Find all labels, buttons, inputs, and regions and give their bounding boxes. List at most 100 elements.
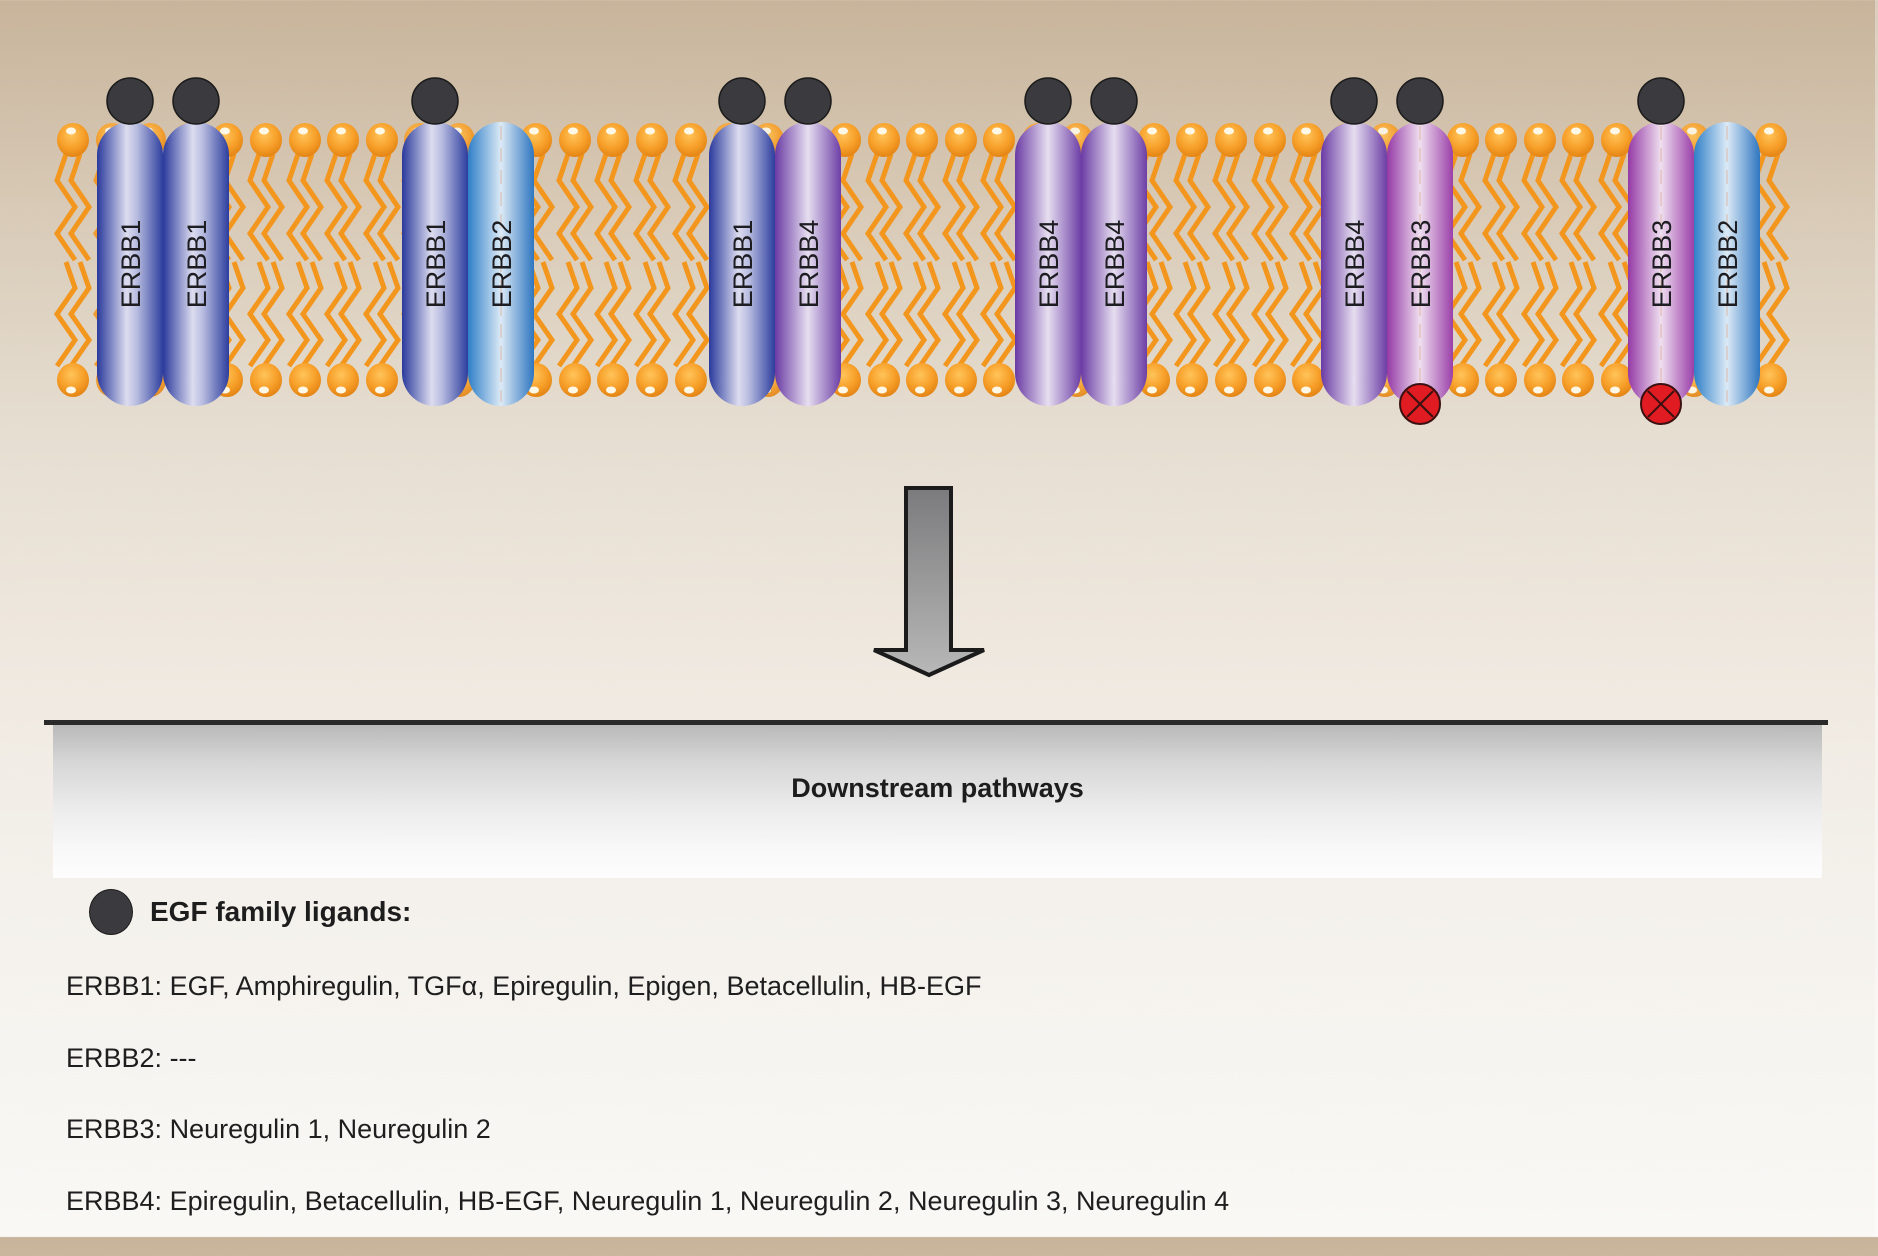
lipid-tail bbox=[868, 154, 900, 260]
lipid bbox=[559, 123, 591, 397]
lipid-tail bbox=[1562, 154, 1594, 260]
lipid-tail bbox=[983, 262, 1015, 366]
ligand-circle-icon bbox=[412, 78, 458, 124]
lipid-head bbox=[597, 123, 629, 157]
receptor-label: ERBB3 bbox=[1647, 220, 1677, 309]
lipid-tail bbox=[57, 262, 89, 366]
lipid-head bbox=[1562, 123, 1594, 157]
lipid-head bbox=[906, 363, 938, 397]
lipid bbox=[983, 123, 1015, 397]
receptor-label: ERBB1 bbox=[421, 220, 451, 309]
lipid-head bbox=[1485, 363, 1517, 397]
lipid-head bbox=[57, 363, 89, 397]
lipid-head bbox=[906, 123, 938, 157]
lipid-head bbox=[1176, 363, 1208, 397]
lipid-tail bbox=[559, 262, 591, 366]
lipid bbox=[675, 123, 707, 397]
lipid bbox=[327, 123, 359, 397]
lipid bbox=[636, 123, 668, 397]
receptor-label: ERBB3 bbox=[1406, 220, 1436, 309]
lipid-head bbox=[636, 123, 668, 157]
inactive-kinase-icon bbox=[1641, 384, 1681, 424]
lipid-tail bbox=[366, 262, 398, 366]
lipid-head bbox=[327, 363, 359, 397]
lipid-tail bbox=[1292, 262, 1324, 366]
lipid-head bbox=[945, 123, 977, 157]
lipid bbox=[289, 123, 321, 397]
lipid-tail bbox=[1485, 262, 1517, 366]
receptor-label: ERBB4 bbox=[1100, 220, 1130, 309]
ligand-row-separator: : bbox=[155, 971, 170, 1001]
ligand-row-separator: : bbox=[155, 1186, 170, 1216]
lipid-tail bbox=[868, 262, 900, 366]
ligand-circle-icon bbox=[719, 78, 765, 124]
lipid bbox=[1562, 123, 1594, 397]
lipid-tail bbox=[366, 154, 398, 260]
receptor-label: ERBB4 bbox=[794, 220, 824, 309]
lipid-tail bbox=[1254, 154, 1286, 260]
receptor-erbb2: ERBB2 bbox=[1694, 122, 1760, 406]
lipid-tail bbox=[636, 154, 668, 260]
ligand-row-erbb3: ERBB3: Neuregulin 1, Neuregulin 2 bbox=[66, 1113, 1229, 1185]
downstream-pathways-title: Downstream pathways bbox=[791, 773, 1084, 804]
ligand-row-receptor: ERBB3 bbox=[66, 1114, 155, 1144]
lipid-head bbox=[945, 363, 977, 397]
receptor-label: ERBB1 bbox=[182, 220, 212, 309]
lipid-head bbox=[250, 363, 282, 397]
lipid bbox=[1215, 123, 1247, 397]
receptor-label: ERBB2 bbox=[487, 220, 517, 309]
lipid-tail bbox=[327, 262, 359, 366]
ligand-row-erbb1: ERBB1: EGF, Amphiregulin, TGFα, Epiregul… bbox=[66, 970, 1229, 1042]
ligand-row-ligands: Neuregulin 1, Neuregulin 2 bbox=[170, 1114, 491, 1144]
lipid-head bbox=[1176, 123, 1208, 157]
ligand-row-receptor: ERBB4 bbox=[66, 1186, 155, 1216]
lipid-head bbox=[597, 363, 629, 397]
lipid-tail bbox=[1176, 262, 1208, 366]
lipid-head bbox=[1524, 363, 1556, 397]
lipid-tail bbox=[906, 154, 938, 260]
lipid bbox=[1524, 123, 1556, 397]
lipid-tail bbox=[1215, 262, 1247, 366]
lipid-tail bbox=[675, 154, 707, 260]
lipid-tail bbox=[289, 262, 321, 366]
lipid-tail bbox=[250, 262, 282, 366]
receptor-label: ERBB4 bbox=[1340, 220, 1370, 309]
ligand-row-separator: : bbox=[155, 1114, 170, 1144]
ligand-circle-icon bbox=[107, 78, 153, 124]
lipid-head bbox=[250, 123, 282, 157]
lipid-tail bbox=[1485, 154, 1517, 260]
lipid-head bbox=[289, 363, 321, 397]
signal-arrow-icon bbox=[860, 480, 1000, 690]
lipid-tail bbox=[1176, 154, 1208, 260]
ligand-circle-icon bbox=[1331, 78, 1377, 124]
lipid-head bbox=[559, 123, 591, 157]
ligand-circle-icon bbox=[89, 889, 133, 935]
lipid-tail bbox=[1254, 262, 1286, 366]
inactive-kinase-icon bbox=[1400, 384, 1440, 424]
ligand-row-ligands: --- bbox=[170, 1043, 197, 1073]
legend-title: EGF family ligands: bbox=[150, 896, 411, 928]
lipid-tail bbox=[636, 262, 668, 366]
lipid-tail bbox=[597, 262, 629, 366]
receptor-label: ERBB2 bbox=[1713, 220, 1743, 309]
ligand-circle-icon bbox=[1025, 78, 1071, 124]
lipid-tail bbox=[906, 262, 938, 366]
ligand-row-separator: : bbox=[155, 1043, 170, 1073]
lipid-head bbox=[559, 363, 591, 397]
lipid-head bbox=[1292, 123, 1324, 157]
lipid-tail bbox=[250, 154, 282, 260]
lipid bbox=[366, 123, 398, 397]
downstream-pathways-box: Downstream pathways bbox=[53, 725, 1822, 878]
lipid-tail bbox=[1215, 154, 1247, 260]
lipid-head bbox=[327, 123, 359, 157]
lipid bbox=[1176, 123, 1208, 397]
lipid-head bbox=[983, 363, 1015, 397]
lipid bbox=[906, 123, 938, 397]
lipid-head bbox=[675, 363, 707, 397]
lipid-head bbox=[289, 123, 321, 157]
lipid-bilayer bbox=[57, 123, 1787, 397]
ligand-row-ligands: EGF, Amphiregulin, TGFα, Epiregulin, Epi… bbox=[170, 971, 982, 1001]
lipid-head bbox=[1254, 123, 1286, 157]
lipid-tail bbox=[945, 154, 977, 260]
